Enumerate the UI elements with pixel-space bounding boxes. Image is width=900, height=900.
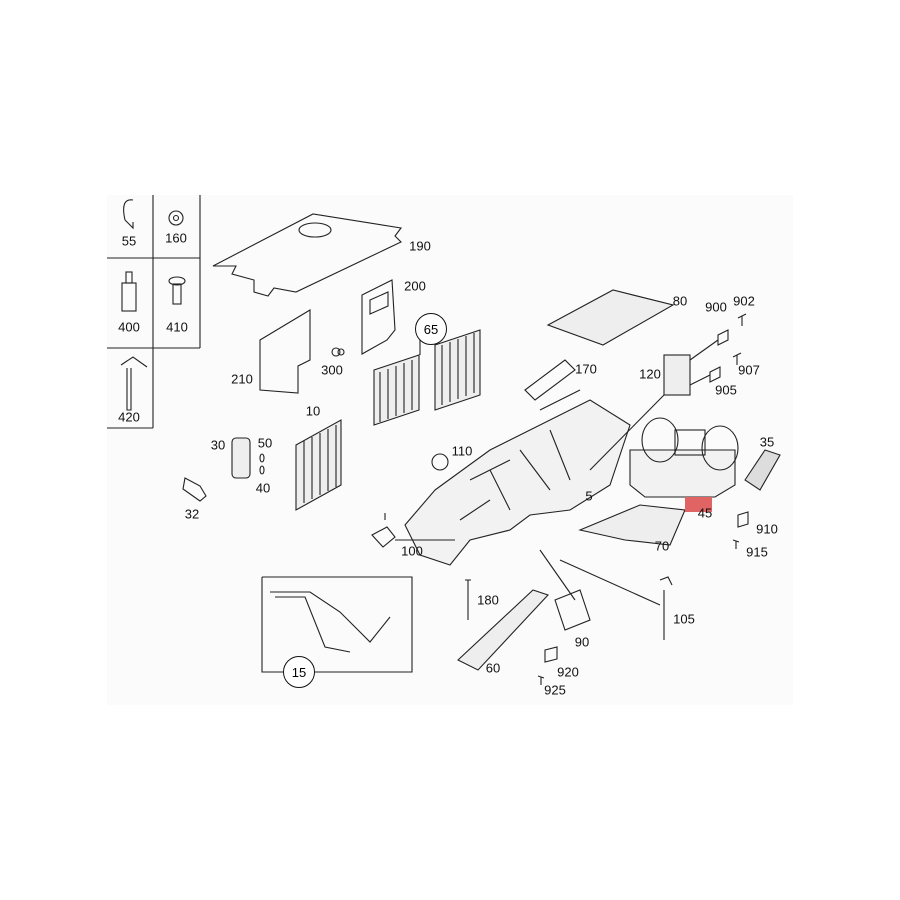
label-10[interactable]: 10 [305, 403, 321, 419]
label-55[interactable]: 55 [121, 233, 137, 249]
label-200[interactable]: 200 [404, 278, 426, 294]
insulation-mat-190 [212, 213, 402, 297]
refrigerant-lines [270, 591, 391, 653]
control-unit-120 [663, 354, 691, 396]
sensor-100 [371, 513, 396, 548]
label-915[interactable]: 915 [746, 544, 768, 560]
sensor-105 [659, 576, 673, 640]
label-105[interactable]: 105 [673, 611, 695, 627]
label-420[interactable]: 420 [118, 409, 140, 425]
label-65[interactable]: 65 [415, 313, 447, 345]
cabin-filter-65 [373, 329, 481, 426]
label-910[interactable]: 910 [756, 521, 778, 537]
label-70[interactable]: 70 [654, 538, 670, 554]
label-5[interactable]: 5 [585, 488, 593, 504]
blower-motor-45 [629, 417, 739, 498]
label-907[interactable]: 907 [738, 362, 760, 378]
mat-cutout [298, 222, 332, 238]
sensor-180 [465, 579, 471, 620]
pipes-box-15 [261, 576, 413, 673]
clip-icon [123, 199, 134, 230]
cover-80 [546, 289, 675, 346]
screw-925 [537, 675, 545, 685]
hvac-housing-5 [404, 399, 631, 566]
highlight-part-45 [685, 497, 712, 512]
label-190[interactable]: 190 [409, 238, 431, 254]
label-35[interactable]: 35 [759, 434, 775, 450]
label-100[interactable]: 100 [401, 543, 423, 559]
label-920[interactable]: 920 [557, 664, 579, 680]
legend-grid [107, 195, 201, 429]
label-90[interactable]: 90 [574, 634, 590, 650]
nut-icon [168, 210, 184, 226]
label-925[interactable]: 925 [544, 682, 566, 698]
actuator-90 [554, 589, 591, 631]
label-60[interactable]: 60 [485, 660, 501, 676]
label-905[interactable]: 905 [715, 382, 737, 398]
leader [559, 559, 661, 606]
connector-900 [717, 329, 729, 346]
duct-70 [578, 504, 686, 546]
seal-32 [182, 477, 207, 502]
label-45[interactable]: 45 [697, 505, 713, 521]
screw-915 [732, 539, 740, 549]
clip-300 [331, 347, 345, 357]
label-410[interactable]: 410 [166, 319, 188, 335]
pin-902 [737, 313, 747, 326]
leader [689, 374, 711, 386]
bracket-200 [361, 279, 396, 355]
o-rings-40-50 [259, 453, 265, 475]
housing-detail [459, 389, 581, 521]
leader [589, 394, 665, 471]
label-170[interactable]: 170 [575, 361, 597, 377]
label-902[interactable]: 902 [733, 293, 755, 309]
label-32[interactable]: 32 [184, 506, 200, 522]
connector-920 [544, 646, 558, 663]
label-120[interactable]: 120 [639, 366, 661, 382]
sensor-icon [120, 356, 148, 411]
label-15[interactable]: 15 [283, 656, 315, 688]
label-210[interactable]: 210 [231, 371, 253, 387]
pin-907 [732, 352, 742, 365]
label-160[interactable]: 160 [165, 230, 187, 246]
leader [689, 339, 719, 361]
panel-210 [259, 309, 311, 394]
leader [539, 549, 576, 601]
label-40[interactable]: 40 [255, 480, 271, 496]
heater-core-60 [457, 589, 549, 671]
switch-icon [121, 271, 137, 312]
label-80[interactable]: 80 [672, 293, 688, 309]
connector-910 [737, 511, 749, 528]
label-300[interactable]: 300 [321, 362, 343, 378]
screw-icon [168, 276, 186, 305]
evaporator-10 [295, 419, 342, 511]
label-900[interactable]: 900 [705, 299, 727, 315]
cap-110 [431, 453, 449, 471]
label-50[interactable]: 50 [257, 435, 273, 451]
resistor-35 [744, 449, 781, 491]
gasket-170 [524, 359, 576, 401]
label-30[interactable]: 30 [210, 437, 226, 453]
label-110[interactable]: 110 [451, 443, 473, 459]
label-400[interactable]: 400 [118, 319, 140, 335]
connector-905 [709, 366, 721, 383]
label-180[interactable]: 180 [477, 592, 499, 608]
expansion-valve-30 [231, 437, 251, 479]
